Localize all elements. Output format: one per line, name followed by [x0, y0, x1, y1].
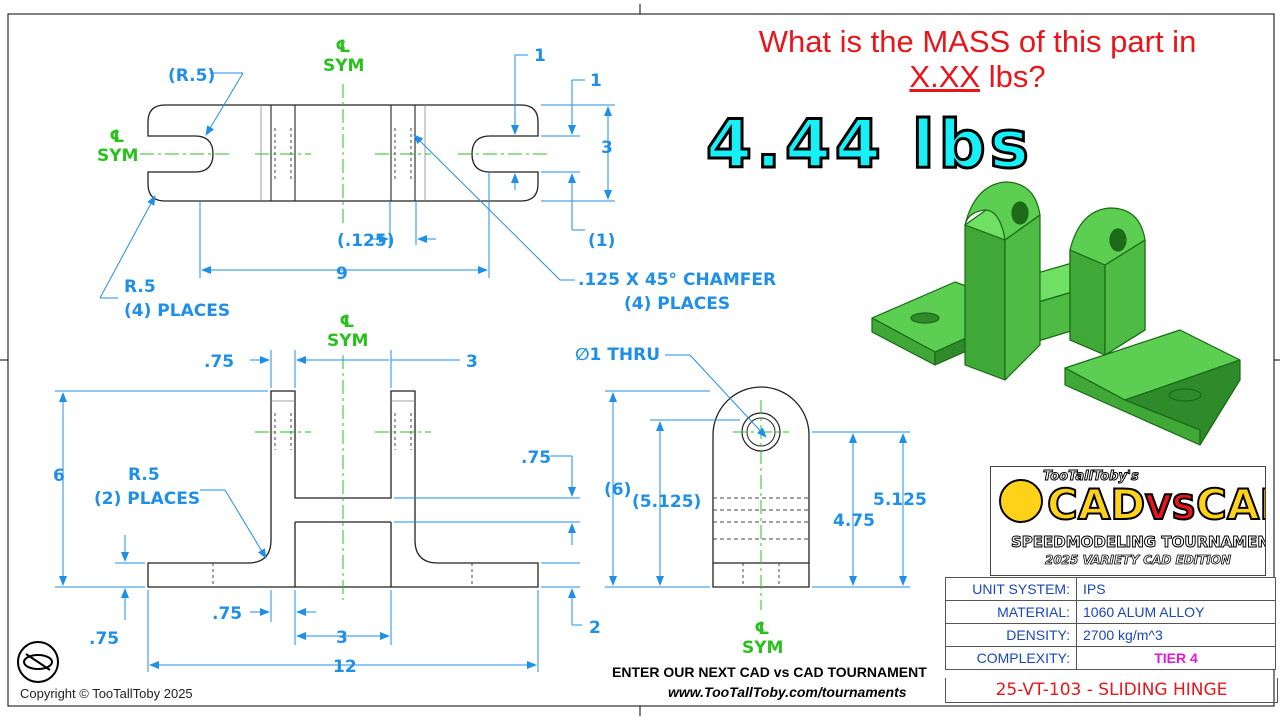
- copyright: Copyright © TooTallToby 2025: [20, 686, 193, 701]
- front-view-dimensions: [55, 350, 582, 672]
- dim-chamfer-size: (.125): [337, 231, 395, 251]
- note-r5-front-count: (2) PLACES: [94, 489, 201, 509]
- dim-upright-thick-bottom: .75: [212, 604, 243, 624]
- answer-mass: 4.44 lbs: [705, 106, 1033, 183]
- centerline-side-view: ℄SYM: [742, 619, 784, 658]
- centerline-front-view: ℄SYM: [327, 312, 369, 351]
- dim-height-6: 6: [53, 466, 65, 486]
- note-chamfer-count: (4) PLACES: [624, 294, 731, 314]
- logo-top-text: TooTallToby's: [1043, 469, 1140, 485]
- drawing-id: 25-VT-103 - SLIDING HINGE: [945, 678, 1278, 703]
- title-row: COMPLEXITY:TIER 4: [945, 646, 1276, 670]
- dim-side-height: (6): [604, 480, 632, 500]
- note-r5-count: (4) PLACES: [124, 301, 231, 321]
- dim-crossbar-width: 3: [336, 628, 348, 648]
- question-unit: X.XX: [909, 59, 981, 94]
- dim-ref-1: (1): [588, 231, 616, 251]
- part-3d-render: [871, 181, 1241, 446]
- front-view-outline: [147, 390, 539, 588]
- centerline-top-view-left: ℄SYM: [97, 127, 139, 166]
- side-view-dimensions: [605, 354, 910, 588]
- dim-side-5125: 5.125: [873, 490, 927, 510]
- logo-subtitle: SPEEDMODELING TOURNAMENT: [1011, 533, 1266, 552]
- dim-upright-gap: 3: [466, 352, 478, 372]
- dim-crossbar-thick: .75: [521, 448, 552, 468]
- dim-slot-width: 1: [590, 71, 602, 91]
- title-row: MATERIAL:1060 ALUM ALLOY: [945, 600, 1276, 624]
- logo-main: CADVSCAD: [1046, 480, 1265, 530]
- promo-link[interactable]: www.TooTallToby.com/tournaments: [668, 684, 907, 700]
- note-r5-front: R.5: [128, 465, 160, 485]
- title-block: UNIT SYSTEM:IPS MATERIAL:1060 ALUM ALLOY…: [945, 577, 1276, 670]
- note-r5: R.5: [124, 277, 156, 297]
- title-row: UNIT SYSTEM:IPS: [945, 577, 1276, 601]
- question-rest: lbs?: [980, 59, 1046, 94]
- question-line-1: What is the MASS of this part in: [758, 24, 1197, 59]
- dim-side-475: 4.75: [833, 511, 875, 531]
- front-view: [147, 355, 539, 600]
- promo-line-1: ENTER OUR NEXT CAD vs CAD TOURNAMENT: [612, 664, 927, 680]
- dim-upright-thick: .75: [204, 352, 235, 372]
- dim-overall-9: 9: [336, 264, 348, 284]
- dim-top-depth: 3: [601, 138, 613, 158]
- side-view-outline: [712, 386, 810, 588]
- dim-r5-ref: (R.5): [168, 66, 216, 86]
- logo-edition: 2025 VARIETY CAD EDITION: [1044, 553, 1232, 568]
- dim-base-thick: .75: [89, 629, 120, 649]
- top-view-outline: [147, 104, 539, 202]
- tootalltoby-mark-bottom: [17, 641, 59, 683]
- dim-slot-depth: 1: [534, 46, 546, 66]
- note-chamfer: .125 X 45° CHAMFER: [578, 270, 777, 290]
- toby-logo-icon: [999, 479, 1043, 523]
- dim-side-ref: (5.125): [632, 492, 702, 512]
- top-view-dimensions: [99, 54, 615, 299]
- cad-vs-cad-logo: TooTallToby's CADVSCAD SPEEDMODELING TOU…: [990, 466, 1266, 576]
- centerline-top-view: ℄SYM: [323, 37, 365, 76]
- title-row: DENSITY:2700 kg/m^3: [945, 623, 1276, 647]
- top-view: [140, 84, 550, 224]
- note-hole-thru: ∅1 THRU: [575, 345, 661, 365]
- dim-overall-12: 12: [333, 657, 357, 677]
- dim-crossbar-height: 2: [589, 618, 601, 638]
- question-line-2: X.XX lbs?: [700, 59, 1255, 95]
